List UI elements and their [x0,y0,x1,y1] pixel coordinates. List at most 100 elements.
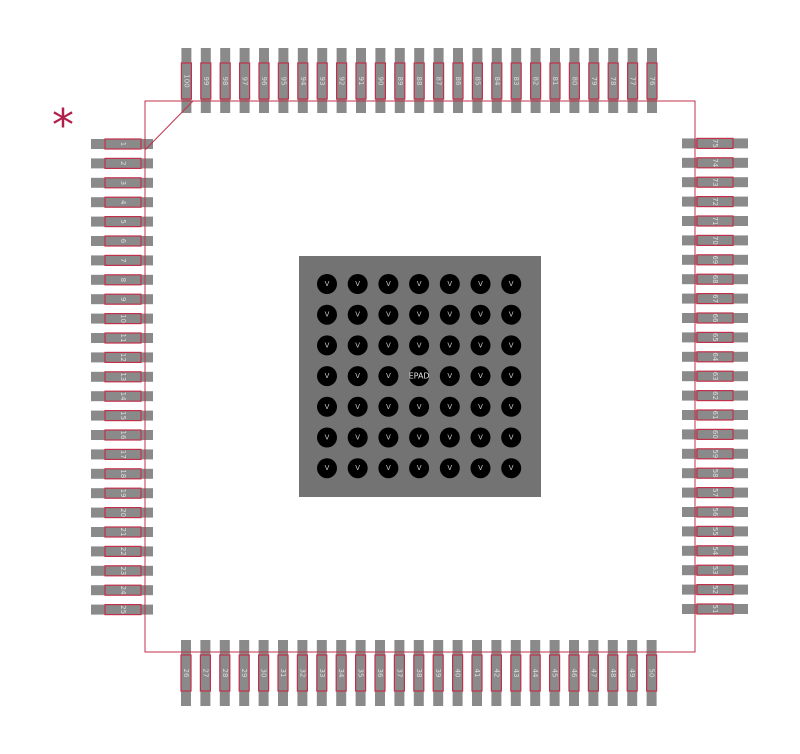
pad-outline-64 [696,351,734,363]
thermal-via-r3-c2 [347,335,368,356]
thermal-via-r4-c5 [439,366,460,387]
via-label: V [478,341,483,349]
pad-outline-32 [296,654,308,692]
thermal-via-r6-c4 [409,427,430,448]
thermal-via-r1-c5 [439,274,460,294]
thermal-via-r6-c1 [317,427,337,448]
pad-76 [647,48,657,113]
pin-label-97: 97 [241,77,249,86]
pad-outline-28 [219,654,231,692]
pad-outline-79 [588,62,600,100]
pad-outline-33 [316,654,328,692]
pad-outline-73 [696,176,734,188]
pad-outline-55 [696,525,734,538]
pin-label-33: 33 [318,669,326,678]
pin-label-7: 7 [119,258,127,262]
pin-label-57: 57 [711,488,719,497]
pad-40 [452,640,463,706]
thermal-via-r7-c6 [470,458,491,479]
thermal-via-r2-c1 [317,304,337,325]
pad-32 [297,640,308,706]
pad-4 [91,197,153,208]
pin-label-41: 41 [473,669,481,678]
pad-outline-92 [336,62,348,100]
pin-label-38: 38 [415,669,423,678]
pad-outline-40 [452,654,464,692]
pad-2 [91,158,153,169]
thermal-via-r7-c4 [409,458,430,479]
pad-64 [682,351,748,362]
via-label: V [509,311,514,319]
pin-label-19: 19 [119,489,127,498]
pad-31 [278,640,288,706]
via-label: V [355,464,360,472]
pad-outline-98 [219,62,231,100]
pad-30 [258,640,269,706]
pin-label-22: 22 [119,547,127,556]
thermal-via-r1-c4 [409,274,430,294]
pin-label-36: 36 [376,669,384,678]
pad-9 [91,294,153,305]
pin-label-40: 40 [454,669,462,678]
pad-outline-97 [239,62,251,100]
pad-68 [682,274,748,285]
pad-outline-63 [696,370,734,382]
pin-label-44: 44 [531,669,539,678]
pad-34 [336,640,347,706]
via-label: V [417,434,422,442]
pin-label-13: 13 [119,372,127,381]
thermal-via-r2-c7 [501,304,522,325]
pad-outline-31 [277,654,289,692]
pad-outline-27 [199,654,211,692]
thermal-via-r3-c5 [439,335,460,356]
via-label: V [355,280,360,288]
pad-outline-14 [104,390,142,402]
pad-54 [682,545,748,556]
pin-label-55: 55 [711,527,719,536]
thermal-via-r3-c4 [409,335,430,356]
pin-label-21: 21 [119,528,127,537]
via-label: V [355,311,360,319]
pad-98 [220,48,231,113]
pin-label-42: 42 [492,669,500,678]
pad-45 [549,640,560,706]
pad-outline-44 [529,654,541,692]
pad-100 [181,48,192,113]
pin-label-49: 49 [628,669,636,678]
pad-outline-51 [696,603,734,615]
pad-outline-89 [394,62,406,100]
via-label: V [386,341,391,349]
pad-outline-65 [696,331,734,343]
pad-outline-43 [510,654,522,692]
pad-37 [394,640,405,706]
thermal-via-r5-c7 [501,396,522,417]
via-label: V [325,434,330,442]
pin-label-23: 23 [119,566,127,575]
pin-label-39: 39 [434,669,442,678]
pad-outline-84 [491,62,503,100]
thermal-via-r4-c7 [501,366,522,387]
pad-59 [682,448,748,459]
thermal-via-r4-c6 [470,366,491,387]
pin1-chamfer-line [144,100,194,151]
pad-14 [91,391,153,402]
pad-77 [627,48,638,113]
pad-outline-83 [510,62,522,100]
pin-label-1: 1 [119,142,127,146]
pad-18 [91,468,153,479]
pin-label-32: 32 [298,669,306,678]
pin-label-73: 73 [711,178,719,187]
pad-outline-10 [104,313,142,325]
pin-label-9: 9 [119,297,127,301]
pad-outline-61 [696,409,734,421]
pin-label-10: 10 [119,314,127,323]
pad-outline-74 [696,157,734,169]
via-label: V [417,280,422,288]
pad-96 [259,48,269,113]
pad-90 [375,48,386,113]
pin-label-100: 100 [182,74,190,87]
pad-28 [219,640,230,706]
pad-outline-50 [645,654,658,692]
pad-49 [627,640,638,706]
